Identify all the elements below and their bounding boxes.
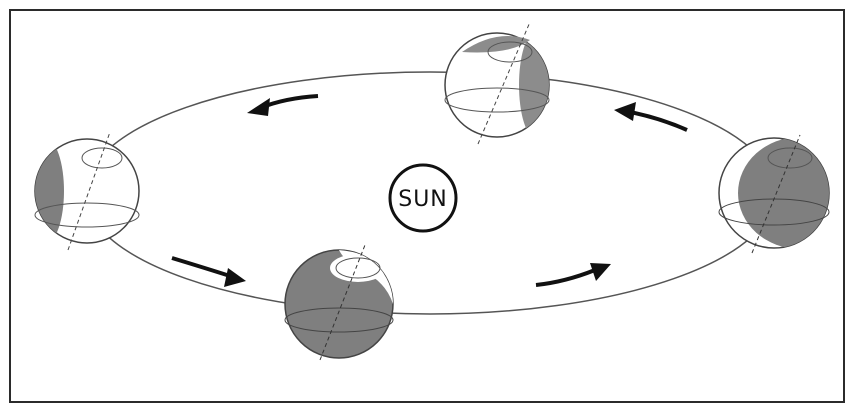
sun-label: SUN [398,187,448,212]
planet-top-axis [477,21,531,145]
planet-right [718,134,830,254]
planet-right-axis [751,134,801,254]
frame-border [9,9,845,403]
sun-circle [388,163,458,233]
sun: SUN [388,163,458,233]
planet-top [444,21,550,145]
arrow-bottom-right [535,263,611,287]
arrow-top-right [614,102,688,132]
planet-right-shadow [738,138,829,248]
planet-bottom [284,244,394,361]
planet-left [34,131,140,251]
planet-left-shadow [35,139,64,243]
arrow-bottom-left [171,256,246,287]
arrow-top-left [247,94,319,116]
